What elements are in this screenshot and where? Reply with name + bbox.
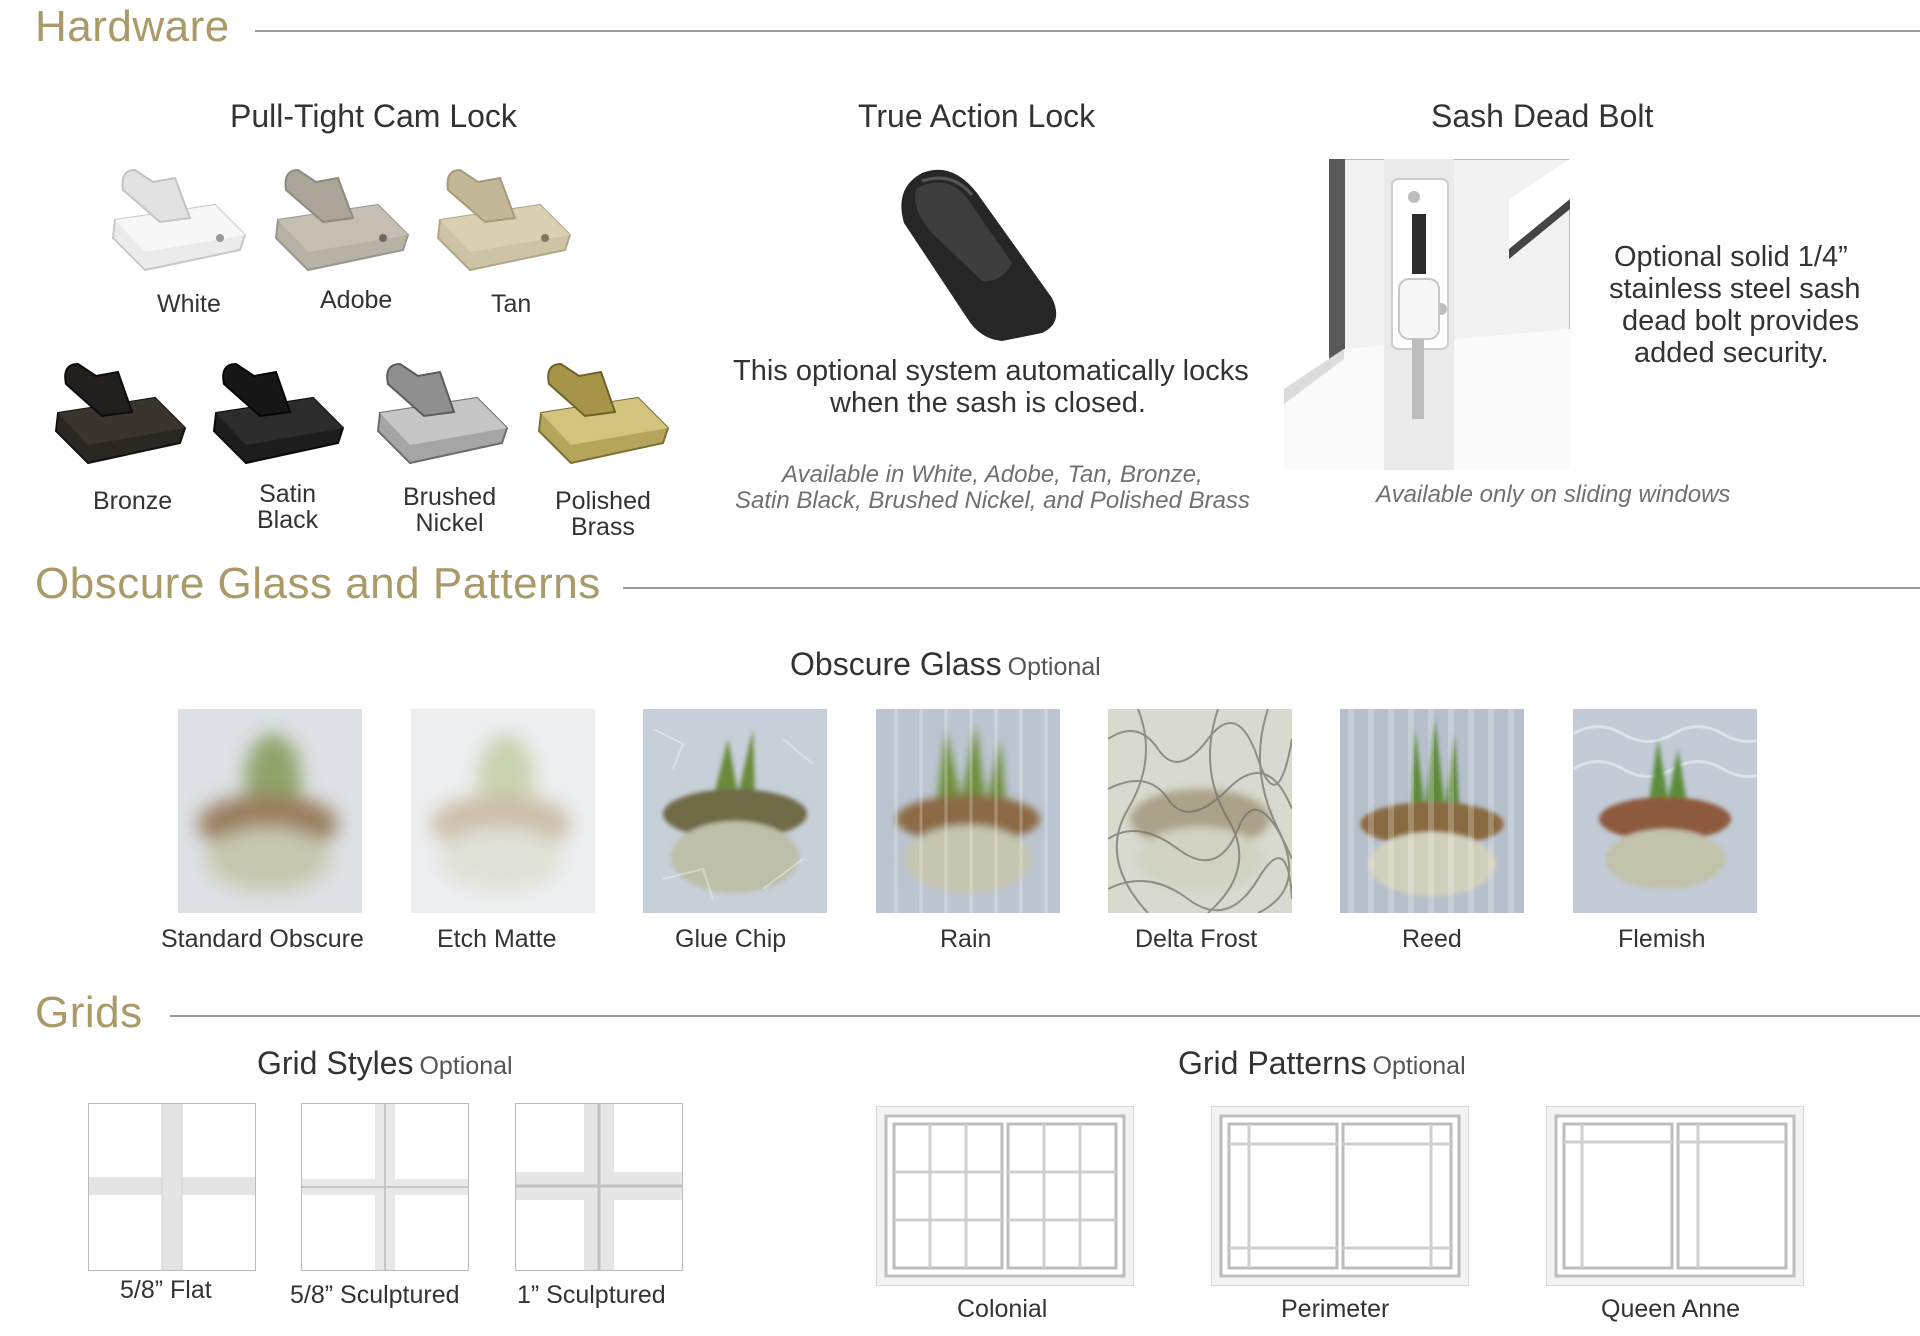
dead-bolt-description-line1: Optional solid 1/4”	[1614, 241, 1848, 273]
finish-label-white: White	[157, 290, 221, 318]
sash-dead-bolt-image	[1284, 159, 1570, 470]
cam-lock-polished-brass-image	[537, 362, 670, 465]
section-rule-obscure-glass	[623, 587, 1920, 589]
grid-styles-title-text: Grid Styles	[257, 1045, 414, 1081]
glass-label-flemish: Flemish	[1618, 925, 1706, 953]
grid-pattern-colonial-image	[876, 1106, 1134, 1286]
true-action-description-line1: This optional system automatically locks	[733, 355, 1249, 387]
cam-lock-bronze-image	[54, 362, 187, 465]
cam-lock-title: Pull-Tight Cam Lock	[230, 98, 517, 134]
section-rule-grids	[170, 1015, 1920, 1017]
true-action-lock-title: True Action Lock	[858, 98, 1096, 134]
cam-lock-brushed-nickel-image	[376, 362, 509, 465]
grid-style-1-sculptured-image	[515, 1103, 683, 1271]
section-title-grids: Grids	[35, 988, 143, 1037]
grid-patterns-optional: Optional	[1372, 1052, 1466, 1080]
grid-patterns-title-text: Grid Patterns	[1178, 1045, 1367, 1081]
section-title-hardware: Hardware	[35, 2, 230, 51]
grid-styles-optional: Optional	[419, 1052, 513, 1080]
grid-style-label-5-8-sculptured: 5/8” Sculptured	[290, 1281, 460, 1309]
glass-label-rain: Rain	[940, 925, 992, 953]
sash-dead-bolt-title: Sash Dead Bolt	[1431, 98, 1654, 134]
glass-label-standard-obscure: Standard Obscure	[161, 925, 364, 953]
glass-label-glue-chip: Glue Chip	[675, 925, 787, 953]
dead-bolt-description-line2: stainless steel sash	[1609, 273, 1861, 305]
section-rule-hardware	[255, 30, 1920, 32]
finish-label-bronze: Bronze	[93, 487, 173, 515]
glass-etch-matte-image	[411, 709, 595, 913]
glass-label-etch-matte: Etch Matte	[437, 925, 557, 953]
grid-pattern-label-colonial: Colonial	[957, 1295, 1048, 1323]
true-action-note-line1: Available in White, Adobe, Tan, Bronze,	[782, 461, 1203, 488]
grid-style-5-8-sculptured-image	[301, 1103, 469, 1271]
grid-style-label-flat: 5/8” Flat	[120, 1276, 212, 1304]
glass-rain-image	[876, 709, 1060, 913]
section-title-obscure-glass: Obscure Glass and Patterns	[35, 559, 601, 608]
grid-pattern-label-queen-anne: Queen Anne	[1601, 1295, 1741, 1323]
glass-label-reed: Reed	[1402, 925, 1462, 953]
grid-pattern-queen-anne-image	[1546, 1106, 1804, 1286]
grid-style-flat-image	[88, 1103, 256, 1271]
glass-glue-chip-image	[643, 709, 827, 913]
grid-style-label-1-sculptured: 1” Sculptured	[517, 1281, 666, 1309]
obscure-glass-optional: Optional	[1007, 653, 1101, 681]
dead-bolt-description-line3: dead bolt provides	[1622, 305, 1859, 337]
grid-pattern-label-perimeter: Perimeter	[1281, 1295, 1390, 1323]
dead-bolt-note: Available only on sliding windows	[1376, 481, 1731, 508]
true-action-note-line2: Satin Black, Brushed Nickel, and Polishe…	[735, 487, 1250, 514]
glass-reed-image	[1340, 709, 1524, 913]
obscure-glass-title-text: Obscure Glass	[790, 646, 1002, 682]
finish-label-adobe: Adobe	[320, 286, 393, 314]
dead-bolt-description-line4: added security.	[1634, 337, 1829, 369]
finish-label-tan: Tan	[491, 290, 532, 318]
glass-flemish-image	[1573, 709, 1757, 913]
glass-delta-frost-image	[1108, 709, 1292, 913]
grid-pattern-perimeter-image	[1211, 1106, 1469, 1286]
true-action-description-line2: when the sash is closed.	[830, 387, 1146, 419]
cam-lock-tan-image	[436, 168, 572, 272]
cam-lock-adobe-image	[274, 168, 410, 272]
glass-standard-obscure-image	[178, 709, 362, 913]
cam-lock-satin-black-image	[212, 362, 345, 465]
glass-label-delta-frost: Delta Frost	[1135, 925, 1258, 953]
cam-lock-white-image	[111, 168, 247, 272]
true-action-lock-image	[901, 169, 1057, 341]
